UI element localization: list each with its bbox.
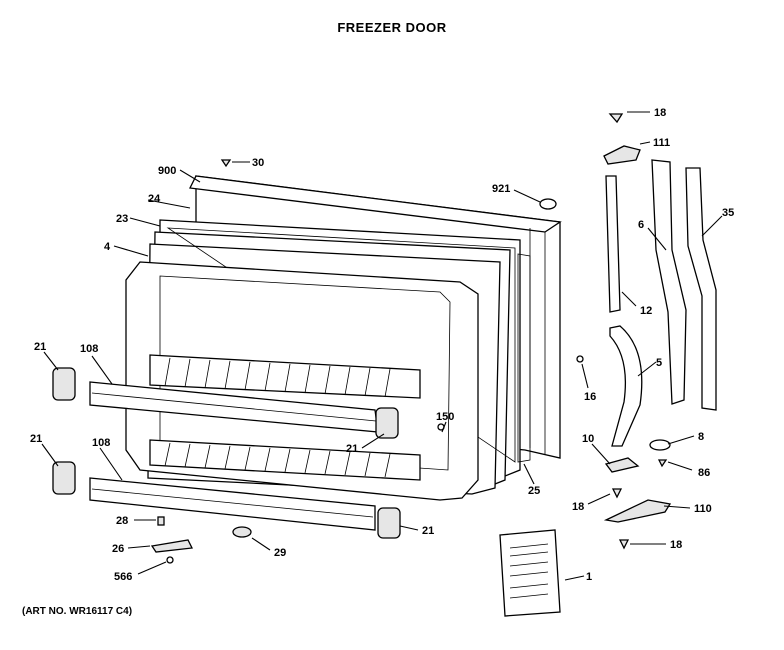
hinge-bracket-110 <box>603 499 672 523</box>
callout-12: 12 <box>640 305 652 317</box>
callout-35: 35 <box>722 207 734 219</box>
diagram-title: FREEZER DOOR <box>337 20 447 35</box>
callout-110: 110 <box>694 503 712 515</box>
shelf-bar-lower <box>89 477 376 531</box>
callout-6: 6 <box>638 219 644 231</box>
hinge-bar-12 <box>605 175 621 313</box>
callout-21-left-lower: 21 <box>30 433 42 445</box>
callout-18-bottom: 18 <box>670 539 682 551</box>
callout-4: 4 <box>104 241 111 253</box>
bushing-8 <box>649 439 671 451</box>
callout-108-lower: 108 <box>92 437 110 449</box>
callout-18-mid: 18 <box>572 501 584 513</box>
callout-23: 23 <box>116 213 128 225</box>
upper-door-shelf <box>149 354 421 399</box>
callout-28: 28 <box>116 515 128 527</box>
callout-566: 566 <box>114 571 132 583</box>
hinge-35 <box>685 167 717 411</box>
callout-86: 86 <box>698 467 710 479</box>
owners-manual <box>499 529 561 617</box>
callout-21-left-upper: 21 <box>34 341 46 353</box>
callout-10: 10 <box>582 433 594 445</box>
callout-21-bottom: 21 <box>422 525 434 537</box>
callout-5: 5 <box>656 357 662 369</box>
callout-29: 29 <box>274 547 286 559</box>
callout-900: 900 <box>158 165 176 177</box>
callout-111: 111 <box>653 137 670 149</box>
screws <box>150 113 668 564</box>
hinge-pin-10 <box>604 457 640 473</box>
callout-150: 150 <box>436 411 454 423</box>
callout-921: 921 <box>492 183 510 195</box>
callout-16: 16 <box>584 391 596 403</box>
callout-1: 1 <box>586 571 592 583</box>
hinge-111 <box>603 145 641 165</box>
callout-25: 25 <box>528 485 540 497</box>
callout-21-center: 21 <box>346 443 358 455</box>
callout-26: 26 <box>112 543 124 555</box>
shelf-end-caps <box>52 367 401 539</box>
hinge-cover-5 <box>609 325 643 447</box>
art-number: (ART NO. WR16117 C4) <box>22 606 133 617</box>
callout-labels: 18 111 30 900 921 24 23 4 6 35 12 21 108… <box>30 107 734 583</box>
callout-18: 18 <box>654 107 666 119</box>
callout-30: 30 <box>252 157 264 169</box>
callout-108-upper: 108 <box>80 343 98 355</box>
hinge-6 <box>651 159 687 405</box>
callout-8: 8 <box>698 431 704 443</box>
callout-24: 24 <box>148 193 161 205</box>
leader-lines <box>41 111 723 581</box>
lower-door-shelf <box>149 439 421 481</box>
